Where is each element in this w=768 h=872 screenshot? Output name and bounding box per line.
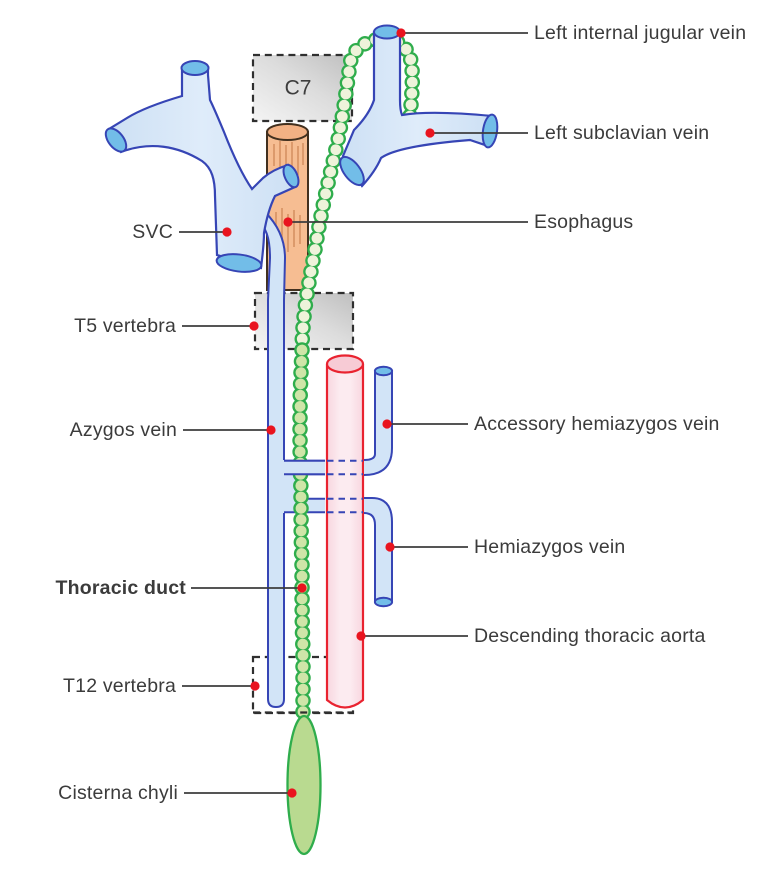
svc-stub-cut-end	[282, 163, 300, 189]
label-t5-vertebra: T5 vertebra	[74, 315, 259, 337]
c7-vertebra-label: C7	[285, 77, 312, 100]
label-esophagus: Esophagus	[283, 211, 633, 233]
marker-dot	[356, 631, 366, 641]
marker-dot	[222, 227, 232, 237]
thoracic-duct-lower-beads	[294, 344, 309, 728]
label-left-internal-jugular-vein: Left internal jugular vein	[396, 22, 746, 44]
marker-dot	[266, 425, 276, 435]
jugular-subclavian-complex	[339, 24, 499, 188]
azygos-vein-tube	[254, 210, 287, 709]
jugular-subclavian-body	[341, 30, 494, 188]
annotation-text: T5 vertebra	[74, 315, 176, 337]
marker-dot	[297, 583, 307, 593]
marker-dot	[283, 217, 293, 227]
svc-body	[107, 66, 297, 270]
aorta-cut-end	[325, 354, 365, 374]
annotations: Left internal jugular vein Left subclavi…	[56, 22, 747, 804]
hidden-vein-segments-dashed	[327, 459, 363, 514]
marker-dot	[425, 128, 435, 138]
brachiocephalic-cut-end	[339, 155, 365, 187]
label-cisterna-chyli: Cisterna chyli	[58, 782, 297, 804]
accessory-hemiazygos-tube	[364, 372, 392, 475]
label-thoracic-duct: Thoracic duct	[56, 577, 307, 599]
annotation-text: Left internal jugular vein	[534, 22, 746, 44]
annotation-text: Cisterna chyli	[58, 782, 178, 804]
esophagus-cut-end	[266, 123, 309, 141]
subclavian-cut-end	[481, 113, 499, 149]
annotation-text: Left subclavian vein	[534, 122, 709, 144]
accessory-crossing-front	[281, 460, 325, 475]
hemiazygos-tube-edges	[363, 497, 393, 601]
label-hemiazygos-vein: Hemiazygos vein	[385, 536, 625, 558]
aorta-outline	[325, 364, 365, 709]
c7-vertebra-box	[251, 53, 354, 123]
svc-left-branch-cut-end	[104, 127, 128, 153]
accessory-crossing-overlay	[281, 459, 325, 476]
label-svc: SVC	[132, 221, 232, 243]
label-azygos-vein: Azygos vein	[70, 419, 276, 441]
annotation-text: Accessory hemiazygos vein	[474, 413, 720, 435]
aorta-body	[327, 364, 363, 708]
annotation-text: Descending thoracic aorta	[474, 625, 706, 647]
svc-top-cut-end	[180, 60, 210, 76]
hemiazygos-cut-end	[373, 596, 394, 608]
marker-dot	[287, 788, 297, 798]
label-accessory-hemiazygos-vein: Accessory hemiazygos vein	[382, 413, 719, 435]
marker-dot	[396, 28, 406, 38]
label-t12-vertebra: T12 vertebra	[63, 675, 260, 697]
thoracic-duct-chain	[292, 31, 421, 730]
marker-dot	[250, 681, 260, 691]
accessory-crossing-front-edges	[284, 459, 325, 476]
svc-complex	[104, 60, 300, 273]
annotation-text: Azygos vein	[70, 419, 177, 441]
thoracic-duct-upper-beads	[296, 33, 418, 356]
annotation-text: T12 vertebra	[63, 675, 176, 697]
marker-dot	[385, 542, 395, 552]
hemiazygos-tube	[364, 498, 392, 601]
cisterna-chyli-sac	[286, 714, 322, 856]
label-left-subclavian-vein: Left subclavian vein	[425, 122, 709, 144]
accessory-hemiazygos-cut-end	[373, 365, 394, 377]
annotation-text: Esophagus	[534, 211, 633, 233]
annotation-text: SVC	[132, 221, 173, 243]
azygos-system	[254, 210, 394, 709]
jugular-top-cut-end	[373, 24, 401, 40]
svc-bottom-cut-end	[215, 253, 263, 273]
marker-dot	[382, 419, 392, 429]
label-descending-thoracic-aorta: Descending thoracic aorta	[356, 625, 705, 647]
annotation-text: Thoracic duct	[56, 577, 187, 599]
marker-dot	[249, 321, 259, 331]
accessory-hemiazygos-tube-edges	[363, 372, 393, 476]
descending-thoracic-aorta-tube	[325, 354, 365, 709]
annotation-text: Hemiazygos vein	[474, 536, 625, 558]
